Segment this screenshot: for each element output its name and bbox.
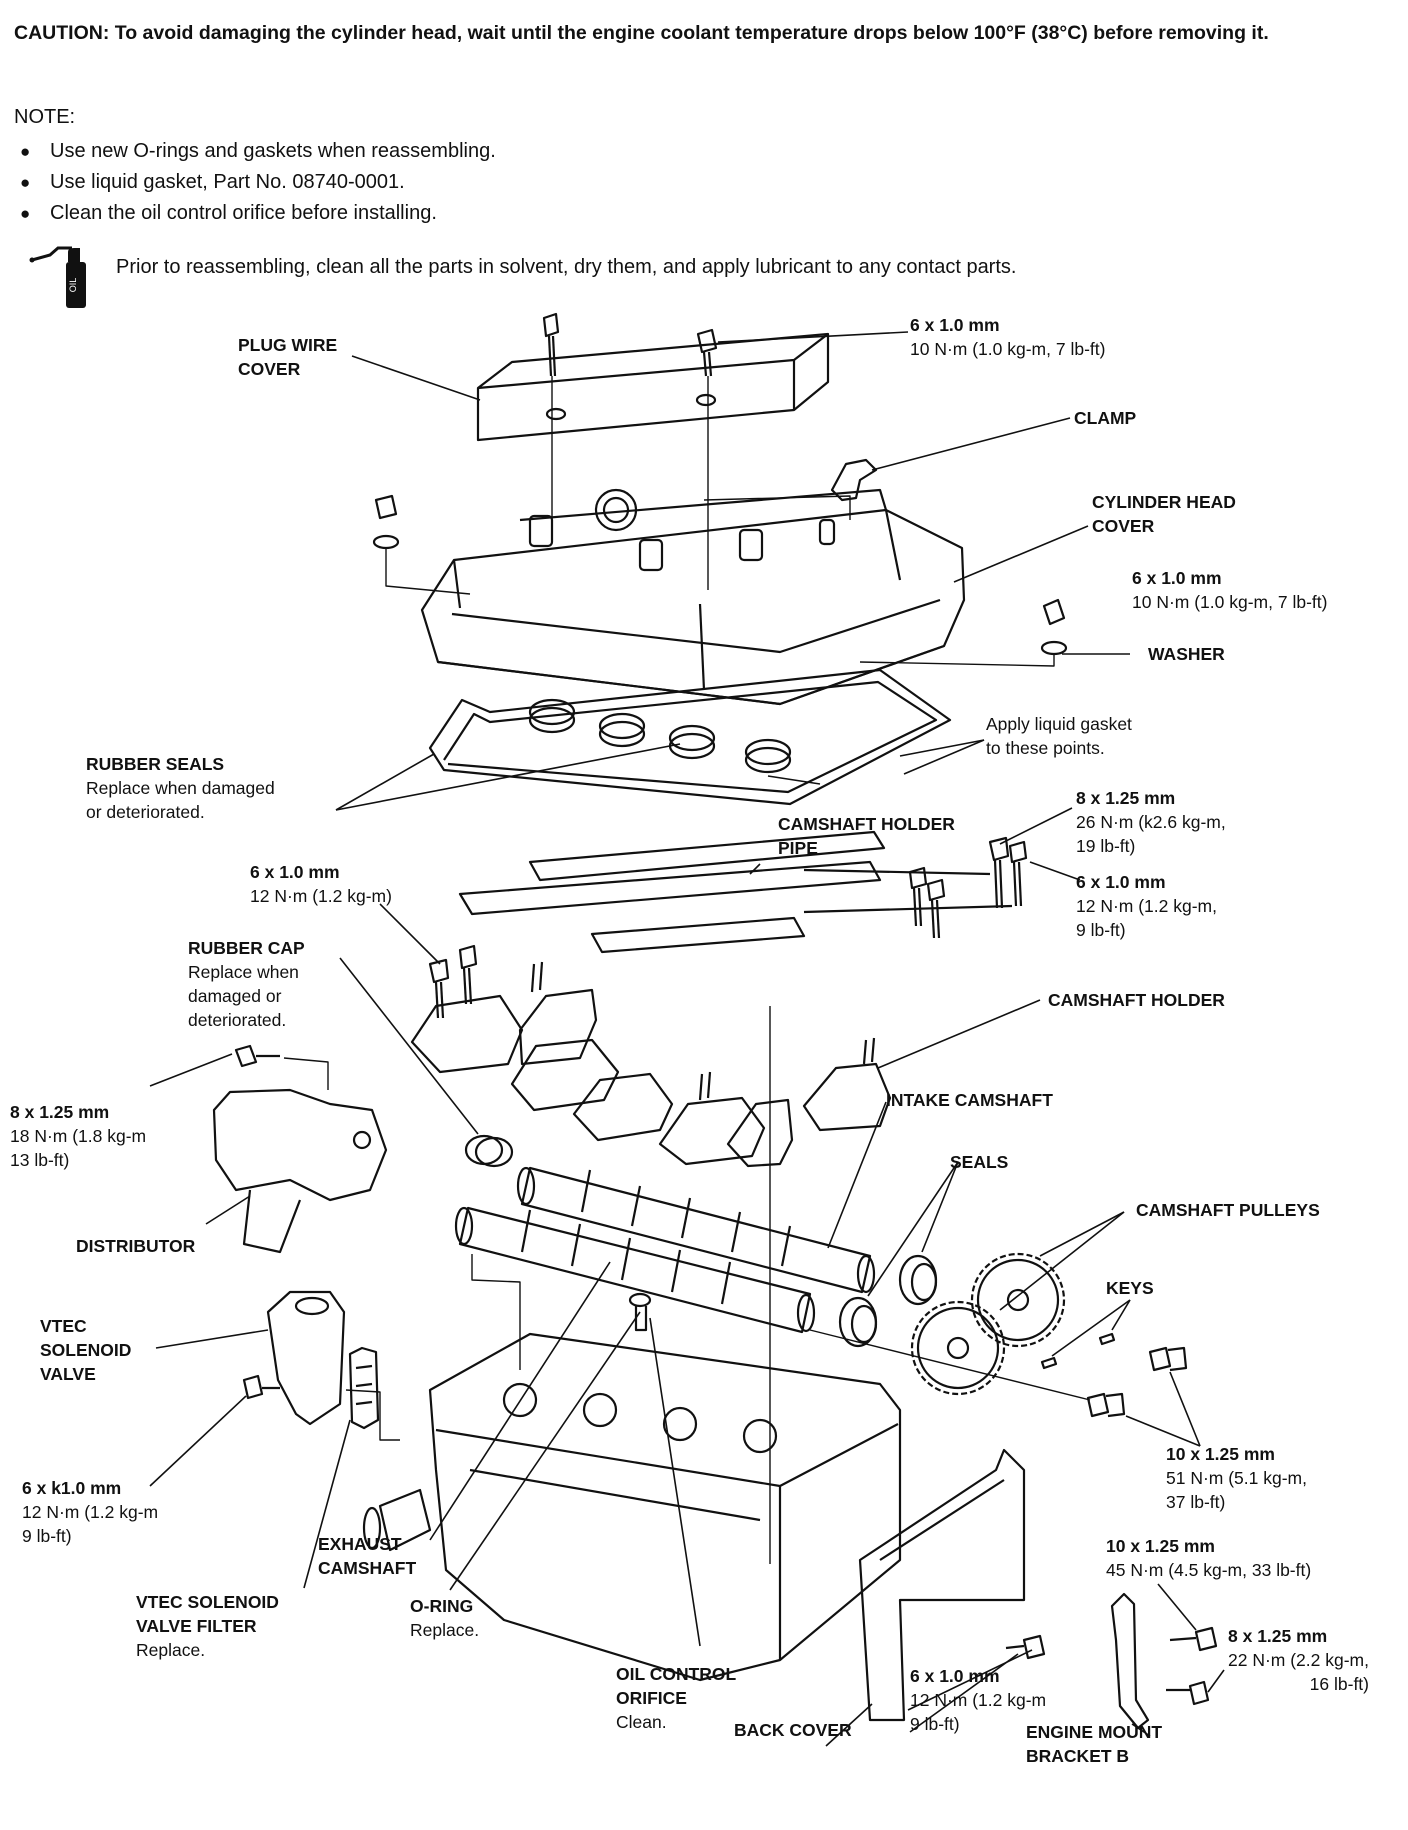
- pulley-key: [1040, 1332, 1116, 1370]
- distributor: [212, 1044, 388, 1254]
- cover-gasket: [428, 668, 952, 806]
- label-clamp: CLAMP: [1074, 408, 1137, 428]
- label-washer: WASHER: [1148, 644, 1225, 664]
- note-list: Use new O-rings and gaskets when reassem…: [20, 136, 496, 229]
- oil-can-label: OIL: [68, 278, 78, 293]
- label-plug-wire-cover: PLUG WIRE COVER: [238, 335, 338, 379]
- lubricant-instruction: Prior to reassembling, clean all the par…: [116, 256, 1017, 278]
- oil-can-icon: OIL: [29, 246, 86, 308]
- alignment-lines: [283, 376, 1091, 1564]
- camshaft-seal: [838, 1254, 938, 1348]
- label-spec-cover-nut: 6 x 1.0 mm 10 N·m (1.0 kg-m, 7 lb-ft): [1132, 568, 1328, 612]
- label-vtec-solenoid-valve: VTEC SOLENOID VALVE: [40, 1316, 132, 1384]
- cover-bolt: [696, 328, 718, 377]
- rubber-cap: [464, 1134, 514, 1168]
- label-spec-mount-bolt-10x125: 10 x 1.25 mm 45 N·m (4.5 kg-m, 33 lb-ft): [1106, 1536, 1312, 1580]
- label-spec-back-cover-bolt: 6 x 1.0 mm 12 N·m (1.2 kg-m 9 lb-ft): [910, 1666, 1047, 1734]
- label-spec-pipe-bolt-8x125: 8 x 1.25 mm 26 N·m (k2.6 kg-m, 19 lb-ft): [1076, 788, 1226, 856]
- label-spec-pipe-bolt-6x10: 6 x 1.0 mm 12 N·m (1.2 kg-m, 9 lb-ft): [1076, 872, 1217, 940]
- exhaust-camshaft: [454, 1206, 816, 1334]
- label-rubber-cap: RUBBER CAP Replace when damaged or deter…: [188, 938, 305, 1030]
- label-apply-liquid-gasket: Apply liquid gasket to these points.: [986, 714, 1132, 758]
- note-heading: NOTE:: [14, 106, 76, 128]
- note-item: Use new O-rings and gaskets when reassem…: [20, 136, 496, 167]
- label-o-ring: O-RING Replace.: [410, 1596, 480, 1640]
- label-cylinder-head-cover: CYLINDER HEAD COVER: [1092, 492, 1236, 536]
- plug-wire-cover: [476, 332, 830, 442]
- cover-nut: [1040, 598, 1068, 656]
- camshaft-pulley: [910, 1252, 1066, 1396]
- label-oil-control-orifice: OIL CONTROL ORIFICE Clean.: [616, 1664, 737, 1732]
- label-distributor: DISTRIBUTOR: [76, 1236, 196, 1256]
- cover-nut: [372, 494, 400, 550]
- label-intake-camshaft: INTAKE CAMSHAFT: [886, 1090, 1053, 1110]
- camshaft-holder-pipe: [458, 830, 1013, 954]
- pipe-bolt: [908, 836, 1028, 939]
- cylinder-head: [362, 1332, 902, 1682]
- intake-camshaft: [516, 1166, 876, 1294]
- cover-bolt: [542, 312, 560, 377]
- label-spec-mount-bolt-8x125: 8 x 1.25 mm 22 N·m (2.2 kg-m, 16 lb-ft): [1228, 1626, 1369, 1694]
- label-spec-pulley-bolt: 10 x 1.25 mm 51 N·m (5.1 kg-m, 37 lb-ft): [1166, 1444, 1307, 1512]
- back-cover: [858, 1448, 1026, 1722]
- caution-text: CAUTION: To avoid damaging the cylinder …: [14, 22, 1269, 44]
- label-rubber-seals: RUBBER SEALS Replace when damaged or det…: [86, 754, 275, 822]
- cylinder-head-cover: [420, 488, 966, 706]
- label-engine-mount-bracket: ENGINE MOUNT BRACKET B: [1026, 1722, 1163, 1766]
- label-spec-distributor-bolt: 8 x 1.25 mm 18 N·m (1.8 kg-m 13 lb-ft): [10, 1102, 147, 1170]
- label-vtec-solenoid-filter: VTEC SOLENOID VALVE FILTER Replace.: [136, 1592, 279, 1660]
- label-keys: KEYS: [1106, 1278, 1154, 1298]
- label-camshaft-holder-pipe: CAMSHAFT HOLDER PIPE: [778, 814, 955, 858]
- pulley-bolt: [1086, 1346, 1188, 1418]
- label-spec-holder-bolt: 6 x 1.0 mm 12 N·m (1.2 kg-m): [250, 862, 392, 906]
- clamp: [830, 458, 878, 502]
- label-exhaust-camshaft: EXHAUST CAMSHAFT: [318, 1534, 417, 1578]
- note-item: Clean the oil control orifice before ins…: [20, 198, 496, 229]
- vtec-solenoid-filter: [348, 1346, 380, 1430]
- label-seals: SEALS: [950, 1152, 1009, 1172]
- leader-lines: [149, 331, 1225, 1747]
- holder-bolt: [428, 944, 478, 1019]
- engine-mount-bracket: [1110, 1592, 1150, 1730]
- vtec-solenoid-valve: [242, 1290, 346, 1426]
- label-camshaft-pulleys: CAMSHAFT PULLEYS: [1136, 1200, 1320, 1220]
- label-back-cover: BACK COVER: [734, 1720, 852, 1740]
- label-spec-top-bolt: 6 x 1.0 mm 10 N·m (1.0 kg-m, 7 lb-ft): [910, 315, 1106, 359]
- camshaft-holder: [410, 961, 892, 1168]
- note-item: Use liquid gasket, Part No. 08740-0001.: [20, 167, 496, 198]
- tube-seal: [528, 698, 792, 774]
- label-spec-solenoid-bolt: 6 x k1.0 mm 12 N·m (1.2 kg-m 9 lb-ft): [22, 1478, 159, 1546]
- label-camshaft-holder: CAMSHAFT HOLDER: [1048, 990, 1225, 1010]
